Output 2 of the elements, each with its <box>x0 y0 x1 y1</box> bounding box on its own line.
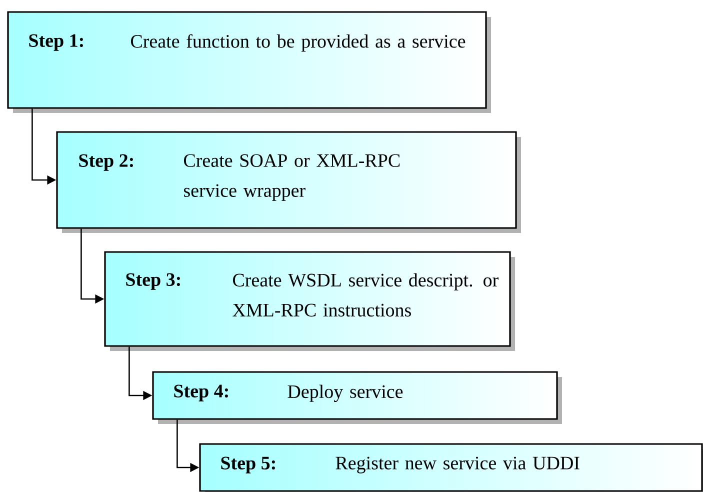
step-description: Register new service via UDDI <box>336 456 580 474</box>
step-label: Step 5: <box>221 456 275 474</box>
